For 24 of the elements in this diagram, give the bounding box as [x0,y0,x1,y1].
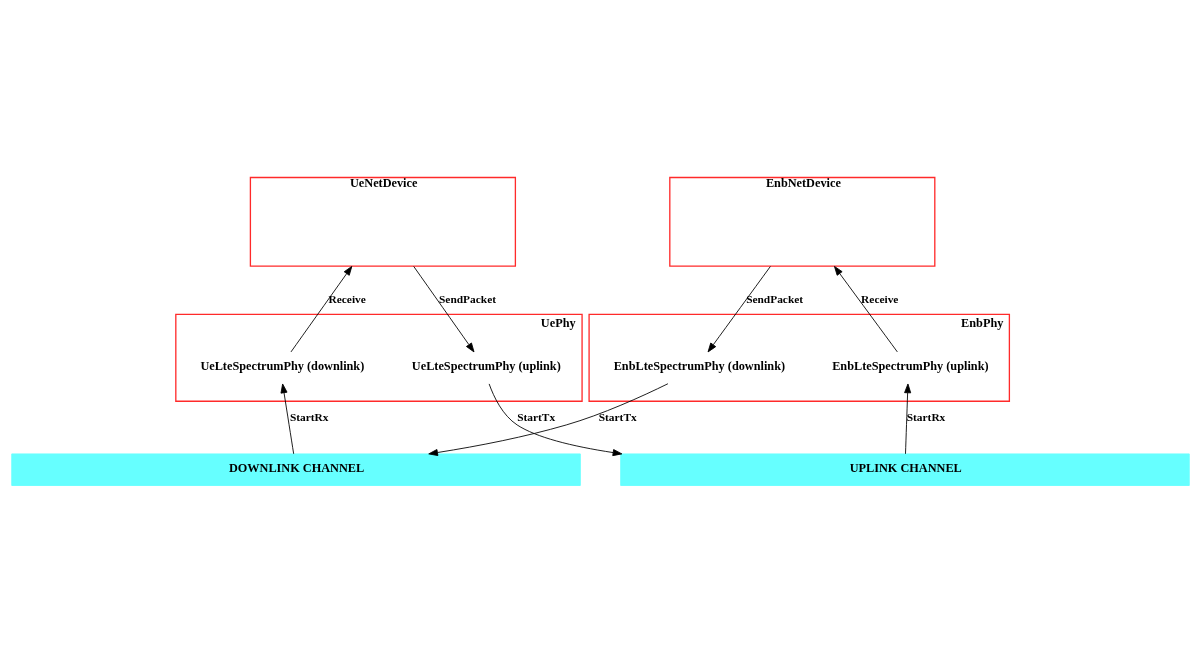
arrow [904,383,912,455]
edge-label: StartRx [906,410,946,423]
node-box: DOWNLINK CHANNEL [11,453,581,486]
edge-label: StartRx [289,410,329,423]
arrow [834,265,898,353]
arrow [280,383,295,455]
node-text: EnbLteSpectrumPhy (uplink) [832,359,989,374]
arrow [290,265,353,353]
edge-label: Receive [861,293,899,306]
node-box: EnbNetDevice [669,176,936,267]
arrow [488,383,623,457]
edge-label: SendPacket [439,293,497,306]
node-text: UeLteSpectrumPhy (uplink) [411,359,561,374]
edge-label: SendPacket [746,293,804,306]
arrow [428,383,669,456]
arrow [413,265,475,353]
node-text: UeLteSpectrumPhy (downlink) [200,359,365,374]
node-text: EnbLteSpectrumPhy (downlink) [613,359,786,374]
node-box: UPLINK CHANNEL [620,453,1190,486]
edge-label: StartTx [517,410,556,423]
arrow [707,265,771,353]
edge-label: StartTx [598,410,637,423]
node-box: UeNetDevice [249,176,517,267]
edge-label: Receive [328,293,366,306]
